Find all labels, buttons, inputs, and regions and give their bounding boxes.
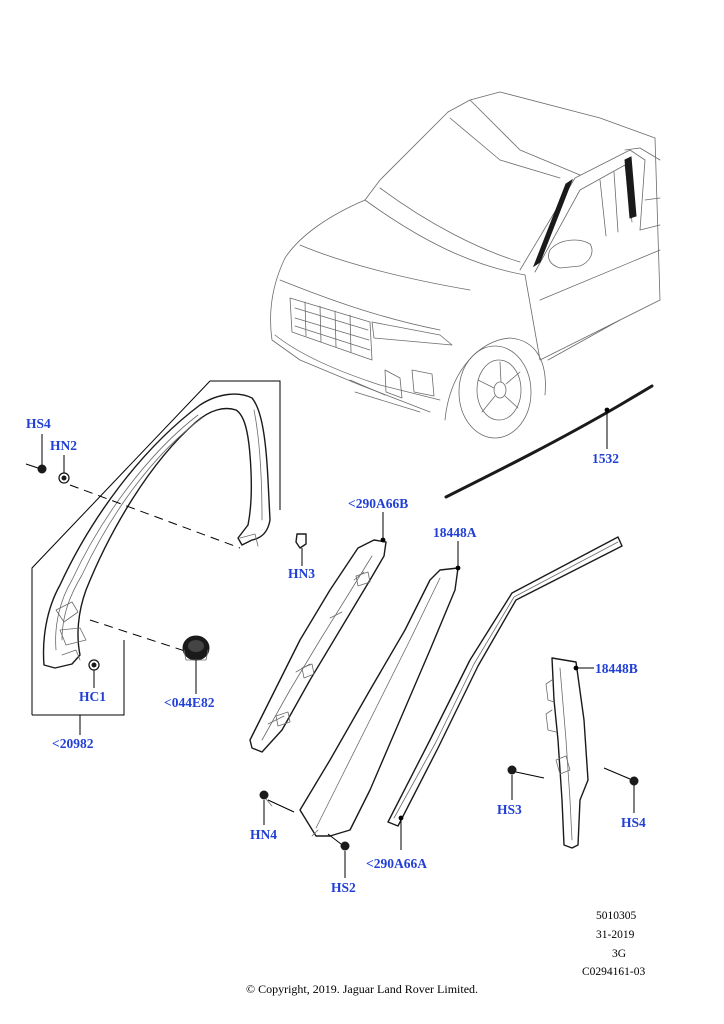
callout-hn4[interactable]: HN4: [250, 827, 277, 842]
hs3-screw: [507, 765, 545, 779]
hc1-clip: [88, 659, 100, 671]
reference-id: C0294161-03: [582, 966, 646, 978]
callout-1532[interactable]: 1532: [592, 451, 619, 466]
a-pillar-cover-18448a: [299, 567, 459, 837]
callout-hn2[interactable]: HN2: [50, 438, 77, 453]
callout-20982[interactable]: <20982: [52, 736, 94, 751]
reference-number: 5010305: [596, 910, 637, 922]
leader-lines: [41, 407, 635, 878]
callout-hs4-right[interactable]: HS4: [621, 815, 646, 830]
copyright-notice: © Copyright, 2019. Jaguar Land Rover Lim…: [245, 982, 479, 996]
b-pillar-trim-18448b: [545, 657, 589, 849]
callout-hs2[interactable]: HS2: [331, 880, 356, 895]
a-pillar-trim-290a66b: [249, 539, 387, 753]
callout-18448b[interactable]: 18448B: [595, 661, 638, 676]
callout-hc1[interactable]: HC1: [79, 689, 106, 704]
roof-moulding-1532: [444, 384, 654, 499]
callout-044e82[interactable]: <044E82: [164, 695, 215, 710]
callout-hn3[interactable]: HN3: [288, 566, 315, 581]
callout-18448a[interactable]: 18448A: [433, 525, 477, 540]
hn3-clip: [295, 533, 307, 549]
door-frame-group: [25, 380, 307, 735]
hs4-screw-left: [25, 463, 47, 474]
hs4-screw-right: [603, 767, 639, 786]
hn4-screw: [259, 790, 295, 813]
callout-290a66a[interactable]: <290A66A: [366, 856, 427, 871]
hs2-screw: [327, 833, 350, 851]
callout-290a66b[interactable]: <290A66B: [348, 496, 409, 511]
callout-hs3[interactable]: HS3: [497, 802, 522, 817]
grommet-044e82: [182, 635, 210, 661]
reference-code: 3G: [612, 948, 627, 960]
moulding-strip-290a66a: [387, 536, 623, 827]
vehicle-illustration: [270, 91, 661, 439]
reference-date: 31-2019: [596, 929, 635, 941]
callout-hs4-left[interactable]: HS4: [26, 416, 51, 431]
hn2-nut: [58, 472, 70, 484]
